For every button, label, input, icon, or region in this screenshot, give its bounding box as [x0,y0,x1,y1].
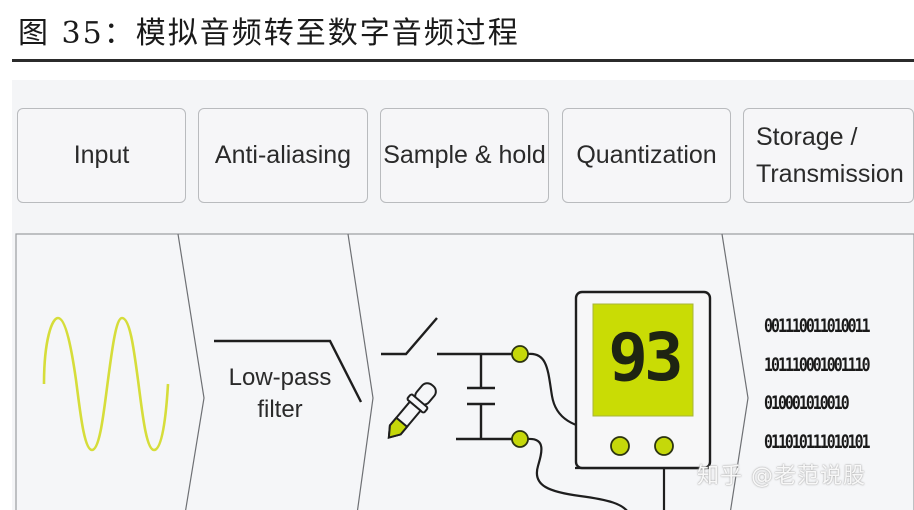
switch-icon [381,317,518,356]
lowpass-label-line2: filter [257,396,303,423]
terminal-dot [511,345,529,363]
sine-wave-icon [42,316,170,452]
binary-row: 001110011010011 [764,315,871,337]
binary-output: 001110011010011 101110001001110 01000101… [764,307,898,461]
lowpass-curve-icon [214,339,363,403]
meter-terminal [654,436,674,456]
binary-row: 011010111010101 [764,430,871,453]
stage-label-line2: Transmission [756,159,904,188]
lowpass-label-line1: Low-pass [228,364,332,391]
stage-label: Anti-aliasing [214,141,352,169]
stage-label: Input [73,141,130,169]
page-title: 图 35：模拟音频转至数字音频过程 [18,16,520,51]
chevron-divider [347,233,374,510]
stage-storage-transmission: Storage / Transmission [743,108,914,203]
capacitor-icon [456,354,518,441]
flow-frame [15,233,914,510]
terminal-dot [511,430,529,448]
stage-label: Quantization [576,141,717,169]
digital-meter-icon [574,290,712,470]
binary-row: 010001010010 [764,392,850,414]
pipette-icon [387,382,437,439]
binary-row: 101110001001110 [764,353,871,376]
stage-label: Sample & hold [383,141,546,169]
title-divider [12,59,914,62]
lcd-display-value: 93 [608,319,683,396]
stage-sample-hold: Sample & hold [380,108,549,203]
stage-label-line1: Storage / [756,122,858,151]
lowpass-filter-label: Low-pass filter [220,362,340,426]
meter-terminal [610,436,630,456]
stage-quantization: Quantization [562,108,731,203]
stage-input: Input [17,108,186,203]
watermark: 知乎 @老范说股 [697,464,866,489]
chevron-divider [721,233,749,510]
stage-anti-aliasing: Anti-aliasing [198,108,368,203]
chevron-divider [177,233,205,510]
